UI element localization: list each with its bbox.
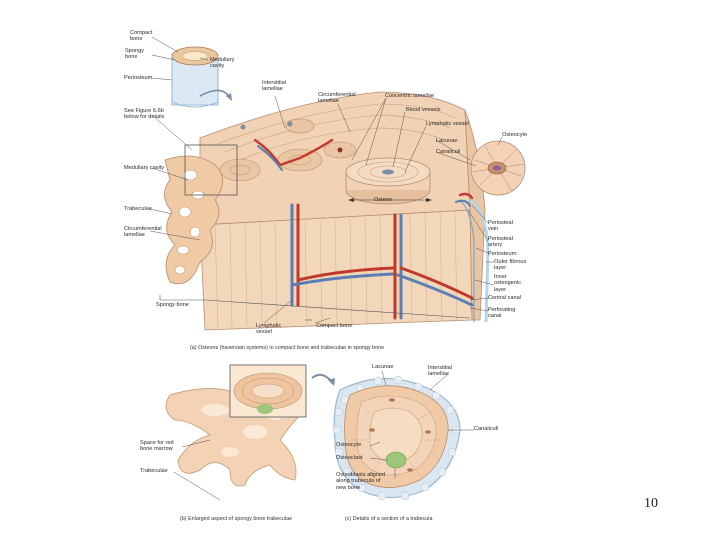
label-osteocyte-bottom: Osteocyte <box>336 442 362 448</box>
caption-c: (c) Details of a section of a trabecula <box>345 516 433 522</box>
page-number: 10 <box>644 496 658 511</box>
label-lymphatic-vessel-bottom: Lymphatic vessel <box>256 323 282 336</box>
label-interstitial-lamellae-bottom: Interstitial lamellae <box>428 365 452 378</box>
spongy-trabeculae-b <box>165 364 307 487</box>
long-bone-inset <box>171 46 232 108</box>
label-osteoblasts-aligned: Osteoblasts aligned along trabecula of n… <box>336 472 386 491</box>
label-perforating-canal: Perforating canal <box>488 307 516 320</box>
caption-b: (b) Enlarged aspect of spongy bone trabe… <box>180 516 293 522</box>
detail-box-a <box>184 144 238 196</box>
label-lacunae-bottom: Lacunae <box>372 364 394 370</box>
label-see-figure: See Figure 6.6b below for details <box>124 108 165 121</box>
label-interstitial-lamellae: Interstitial lamellae <box>262 80 286 93</box>
label-medullary-cavity: Medullary cavity <box>210 57 235 70</box>
leader-lines-bc <box>173 370 474 501</box>
label-compact-bone-bottom: Compact bone <box>316 323 353 329</box>
label-inner-osteogenic-layer: Inner osteogenic layer <box>494 274 522 293</box>
label-concentric-lamellae: Concentric lamellae <box>385 93 435 99</box>
label-medullary-cavity-left: Medullary cavity <box>124 165 165 171</box>
compact-bone-block <box>199 91 490 331</box>
label-canaliculi-bottom: Canaliculi <box>474 426 499 432</box>
label-periosteal-vein: Periosteal vein <box>488 220 513 233</box>
label-trabeculae: Trabeculae <box>124 206 152 212</box>
label-periosteum-right: Periosteum: <box>488 251 518 257</box>
caption-a: (a) Osteons (haversian systems) in compa… <box>190 345 385 351</box>
label-circumferential-lamellae-left: Circumferential lamellae <box>124 226 162 239</box>
osteocyte-inset <box>470 140 526 196</box>
blood-vessels <box>253 138 474 320</box>
label-outer-fibrous-layer: Outer fibrous layer <box>494 259 527 272</box>
spongy-bone-left <box>164 144 238 285</box>
label-spongy-bone: Spongy bone <box>125 48 144 61</box>
label-lacunae-top: Lacunae <box>436 138 458 144</box>
label-osteon: Osteon <box>374 197 393 203</box>
label-space-red-marrow: Space for red bone marrow <box>140 440 174 453</box>
label-lymphatic-vessel-top: Lymphatic vessel <box>426 121 469 127</box>
label-blood-vessels: Blood vessels <box>406 107 441 113</box>
label-osteocyte-top: Osteocyte <box>502 132 528 138</box>
label-trabeculae-bottom: Trabeculae <box>140 468 168 474</box>
trabecula-section-c <box>332 375 461 501</box>
label-circumferential-lamellae-top: Circumferential lamellae <box>318 92 356 105</box>
label-canaliculi-top: Canaliculi <box>436 149 461 155</box>
label-periosteal-artery: Periosteal artery <box>488 236 513 249</box>
label-spongy-bone-bottom: Spongy bone <box>156 302 189 308</box>
region-brackets <box>159 295 471 321</box>
label-central-canal: Central canal <box>488 295 521 301</box>
label-compact-bone: Compact bone <box>130 30 153 43</box>
leader-lines-a <box>149 36 503 324</box>
label-osteoclast: Osteoclast <box>336 455 363 461</box>
label-periosteum: Periosteum <box>124 75 153 81</box>
